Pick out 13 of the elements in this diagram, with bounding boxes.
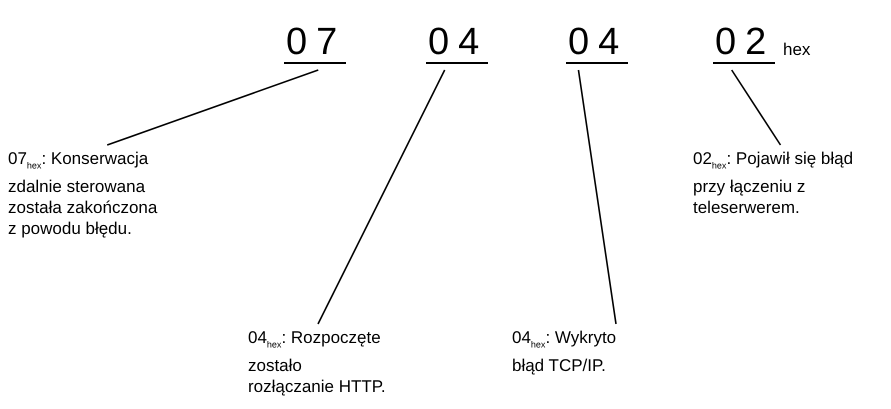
description-text: 07$_{hex}$: Konserwacja zdalnie sterowana została zakończona z powodu błędu.	[8, 148, 168, 240]
hex-digit-pair: 04	[426, 22, 488, 64]
leader-line	[578, 70, 617, 324]
unit-label: hex	[783, 40, 810, 60]
hex-digit-pair: 07	[284, 22, 346, 64]
leader-line	[106, 69, 319, 146]
hex-digit-pair: 02	[713, 22, 776, 64]
description-text: 02$_{hex}$: Pojawił się błąd przy łączeniu z teleserwerem.	[693, 148, 868, 218]
leader-line	[317, 70, 446, 324]
hex-digit-pair: 04	[566, 22, 628, 64]
leader-line	[731, 70, 782, 146]
description-text: 04$_{hex}$: Rozpoczęte zostało rozłączanie HTTP.	[248, 327, 388, 398]
description-text: 04$_{hex}$: Wykryto błąd TCP/IP.	[512, 327, 642, 376]
